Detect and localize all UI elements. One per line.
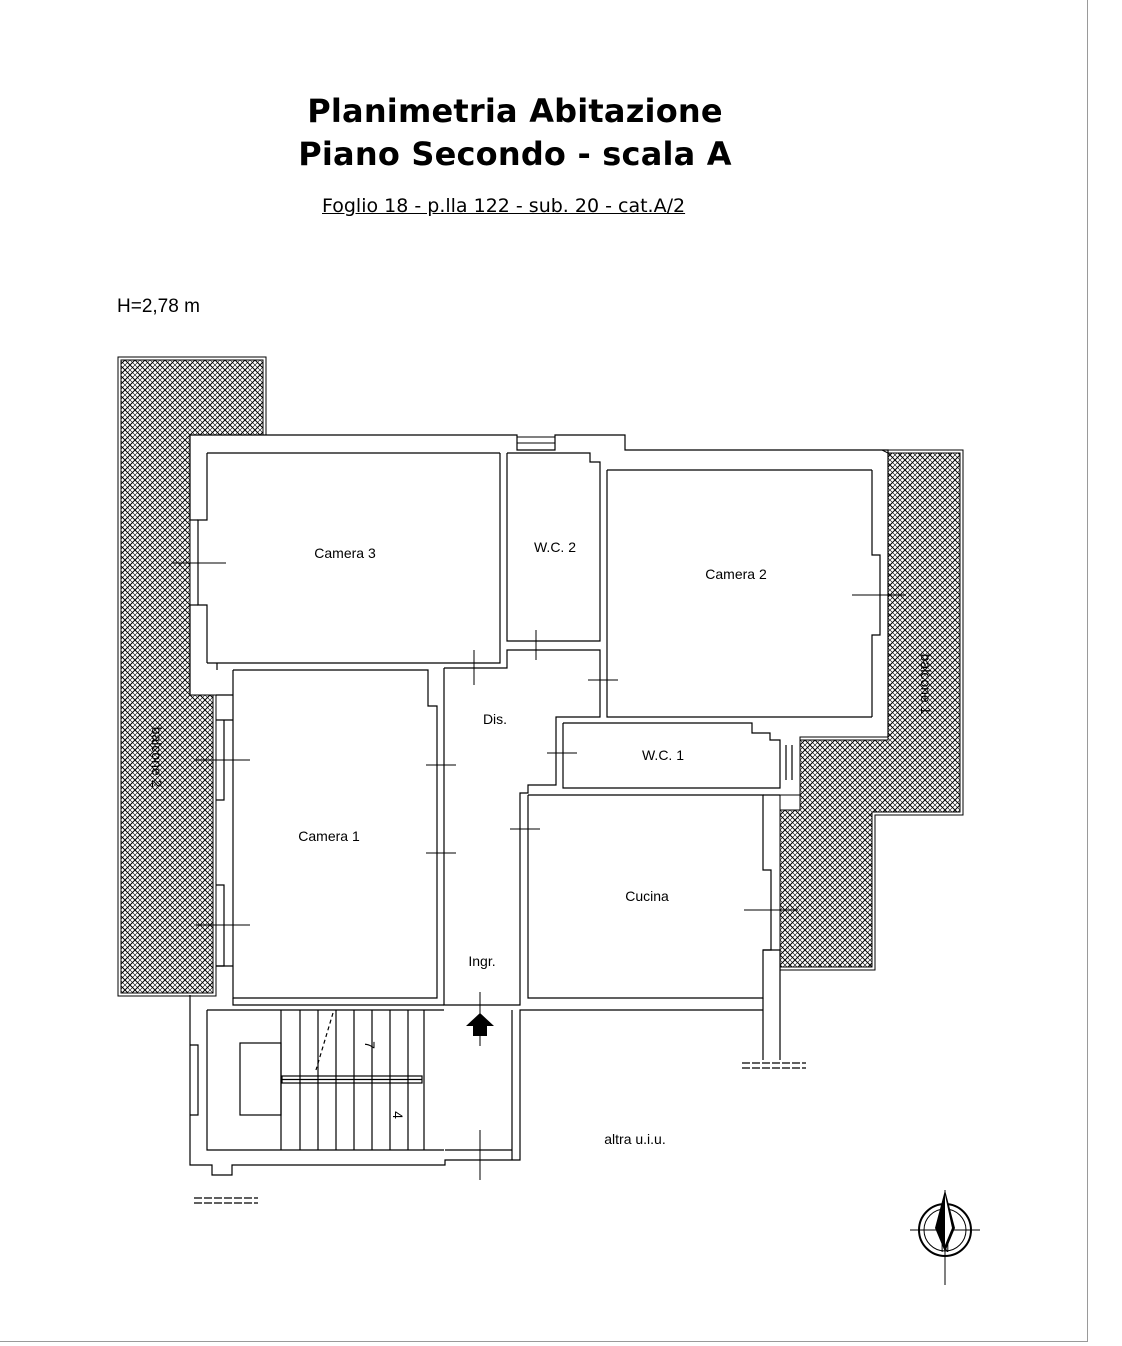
label-camera-1: Camera 1 [298, 828, 360, 844]
label-cucina: Cucina [625, 888, 669, 904]
compass-north-label: N [941, 1241, 950, 1255]
cadastral-reference: Foglio 18 - p.lla 122 - sub. 20 - cat.A/… [322, 195, 686, 217]
entrance-arrow-icon [466, 1013, 494, 1036]
stair-mark-bottom: 4 [390, 1111, 406, 1119]
label-camera-2: Camera 2 [705, 566, 767, 582]
label-altra-uiu: altra u.i.u. [604, 1131, 665, 1147]
exterior-walls [189, 434, 889, 737]
opening-markers [172, 436, 906, 1180]
stair-mark-top: 7 [362, 1041, 378, 1049]
stairwell [189, 995, 763, 1176]
label-ingr: Ingr. [468, 953, 495, 969]
room-cucina [527, 794, 781, 1060]
label-wc-2: W.C. 2 [534, 539, 576, 555]
label-balcone-1: balcone 1 [918, 654, 934, 715]
room-corridor [443, 649, 601, 1006]
label-wc-1: W.C. 1 [642, 747, 684, 763]
ground-markers [194, 1062, 806, 1204]
room-wc-2 [506, 452, 601, 642]
label-camera-3: Camera 3 [314, 545, 376, 561]
room-camera-3 [207, 453, 501, 670]
north-arrow-icon: N [910, 1190, 980, 1285]
plan-title: Planimetria Abitazione [307, 92, 723, 130]
ceiling-height-note: H=2,78 m [117, 296, 200, 317]
label-dis: Dis. [483, 711, 507, 727]
room-wc-1 [562, 722, 793, 789]
label-balcone-2: balcone 2 [149, 727, 165, 788]
sheet-border [0, 0, 1088, 1342]
plan-subtitle: Piano Secondo - scala A [298, 135, 732, 173]
room-camera-2 [606, 470, 872, 718]
